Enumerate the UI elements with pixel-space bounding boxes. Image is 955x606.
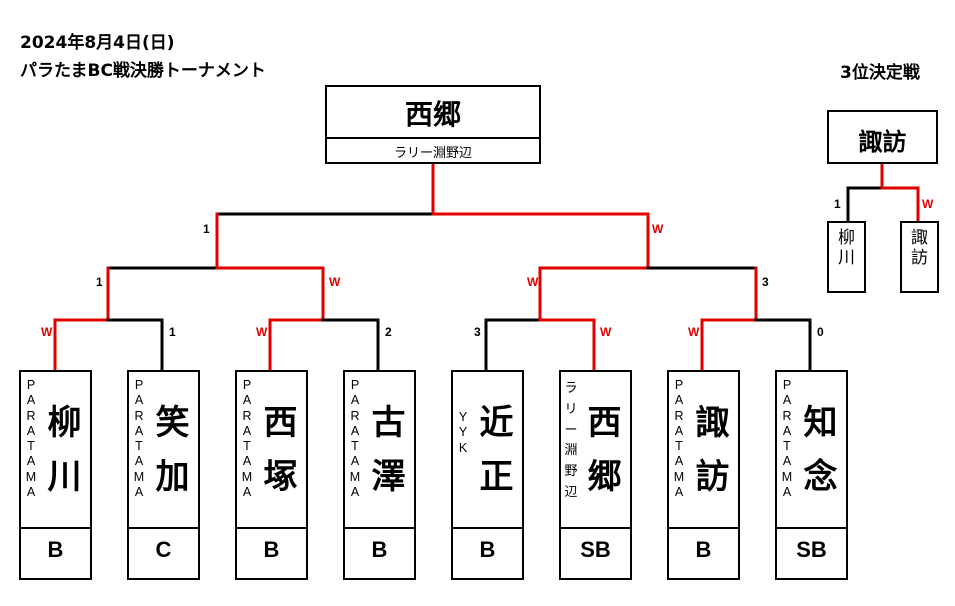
score-sf1-left: 1 (96, 275, 103, 289)
third-place-left-box: 柳川 (827, 221, 866, 293)
score-sf2-right: 3 (762, 275, 769, 289)
score-sf1-right: W (329, 275, 341, 289)
player-name: 柳川 (47, 403, 82, 498)
champion-divider (327, 137, 539, 139)
player-name: 知念 (803, 403, 838, 498)
third-place-right-name: 諏訪 (911, 228, 928, 268)
score-qf1-left: W (41, 325, 53, 339)
score-3rd-right: W (922, 197, 934, 211)
player-divider (453, 527, 522, 529)
player-name: 西郷 (587, 403, 622, 498)
tournament-title: パラたまBC戦決勝トーナメント (20, 61, 266, 81)
score-qf4-left: W (688, 325, 700, 339)
player-divider (669, 527, 738, 529)
score-final-left: 1 (203, 222, 210, 236)
player-team: ラリー淵野辺 (564, 380, 578, 499)
score-qf3-left: 3 (474, 325, 481, 339)
player-divider (129, 527, 198, 529)
player-class: SB (580, 537, 611, 562)
player-name: 諏訪 (695, 403, 730, 498)
third-place-winner-name: 諏訪 (858, 128, 907, 156)
score-qf4-right: 0 (817, 325, 824, 339)
player-name: 近正 (479, 403, 514, 498)
score-qf2-right: 2 (385, 325, 392, 339)
player-class: C (155, 537, 172, 562)
score-final-right: W (652, 222, 664, 236)
player-class: SB (796, 537, 827, 562)
third-place-right-box: 諏訪 (900, 221, 939, 293)
third-place-title: 3位決定戦 (840, 63, 920, 83)
champion-team: ラリー淵野辺 (393, 146, 472, 161)
date-label: 2024年8月4日(日) (20, 33, 175, 53)
player-divider (237, 527, 306, 529)
player-divider (561, 527, 630, 529)
third-place-winner-box: 諏訪 (827, 110, 938, 164)
player-class: B (371, 537, 388, 562)
champion-box: 西郷 ラリー淵野辺 (325, 85, 541, 164)
score-3rd-left: 1 (834, 197, 841, 211)
player-class: B (479, 537, 496, 562)
player-box: ラリー淵野辺西郷 SB (559, 370, 632, 580)
player-divider (345, 527, 414, 529)
score-qf3-right: W (600, 325, 612, 339)
player-class: B (263, 537, 280, 562)
player-class: B (47, 537, 64, 562)
score-qf1-right: 1 (169, 325, 176, 339)
score-sf2-left: W (527, 275, 539, 289)
player-divider (21, 527, 90, 529)
champion-name: 西郷 (404, 98, 461, 131)
third-place-left-name: 柳川 (838, 228, 855, 268)
player-name: 古澤 (371, 403, 406, 498)
score-qf2-left: W (256, 325, 268, 339)
player-class: B (695, 537, 712, 562)
player-name: 西塚 (263, 403, 298, 498)
player-name: 笑加 (155, 403, 190, 498)
player-divider (777, 527, 846, 529)
